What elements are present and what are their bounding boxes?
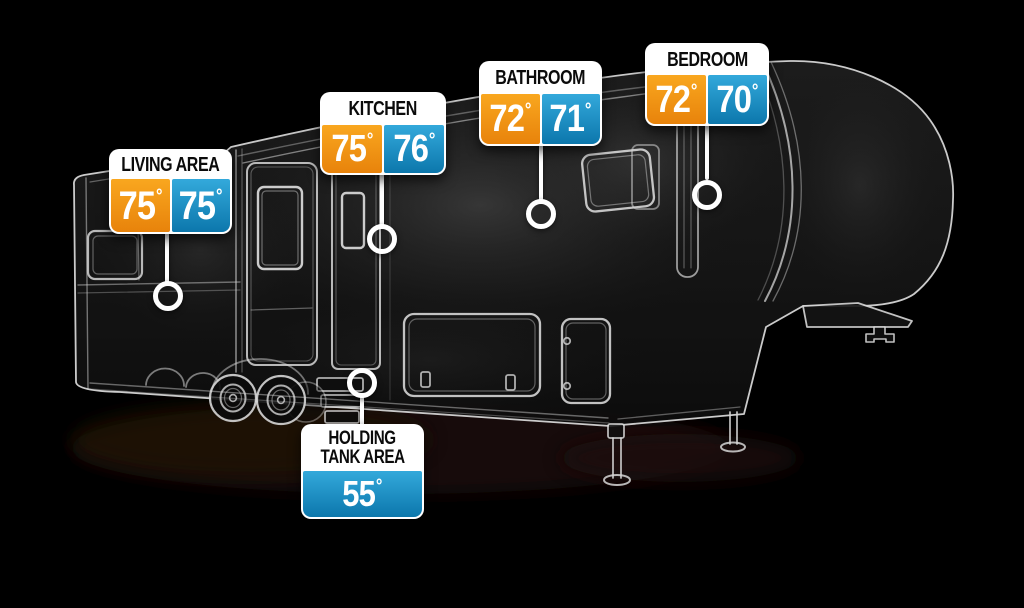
temp-reading-blue: 55° (303, 471, 422, 517)
temp-reading-orange: 75° (111, 179, 170, 232)
area-name: BATHROOM (495, 67, 586, 89)
area-name: KITCHEN (348, 98, 418, 120)
sensor-marker-bathroom (526, 199, 556, 229)
rv-bathroom-window (581, 148, 656, 213)
temp-reading-orange: 72° (647, 75, 706, 124)
rv-pin-box (802, 302, 913, 343)
sensor-marker-living-area (153, 281, 183, 311)
rv-storage-door (402, 312, 542, 398)
area-name: LIVING AREA (121, 153, 220, 176)
temp-reading-blue: 76° (384, 125, 444, 173)
temp-reading-blue: 70° (708, 75, 767, 124)
sensor-label-kitchen: KITCHEN 75° 76° (320, 92, 446, 175)
sensor-marker-kitchen (367, 224, 397, 254)
sensor-label-living-area: LIVING AREA 75° 75° (109, 149, 232, 234)
sensor-label-holding-tank: HOLDING TANK AREA 55° (301, 424, 424, 519)
rv-landing-leg-left (603, 423, 631, 486)
rv-slide-door (246, 162, 318, 366)
temp-reading-blue: 75° (171, 179, 230, 232)
temp-reading-orange: 72° (481, 94, 540, 144)
rv-landing-leg-right (720, 411, 746, 453)
sensor-leader-kitchen (380, 170, 384, 228)
rv-skirt-rails (89, 382, 741, 424)
area-name: HOLDING TANK AREA (320, 427, 405, 468)
area-name: BEDROOM (666, 48, 748, 71)
temp-reading-orange: 75° (322, 125, 382, 173)
sensor-marker-holding-tank (347, 368, 377, 398)
sensor-leader-holding-tank (360, 394, 364, 426)
rv-utility-door (560, 317, 612, 405)
sensor-label-bedroom: BEDROOM 72° 70° (645, 43, 769, 126)
rv-bedroom-window (631, 144, 660, 210)
sensor-leader-bedroom (705, 120, 709, 180)
sensor-leader-bathroom (539, 140, 543, 202)
rv-wheels (145, 358, 327, 426)
sensor-label-bathroom: BATHROOM 72° 71° (479, 61, 602, 146)
temp-reading-blue: 71° (541, 94, 600, 144)
sensor-leader-living-area (165, 228, 169, 284)
sensor-marker-bedroom (692, 180, 722, 210)
